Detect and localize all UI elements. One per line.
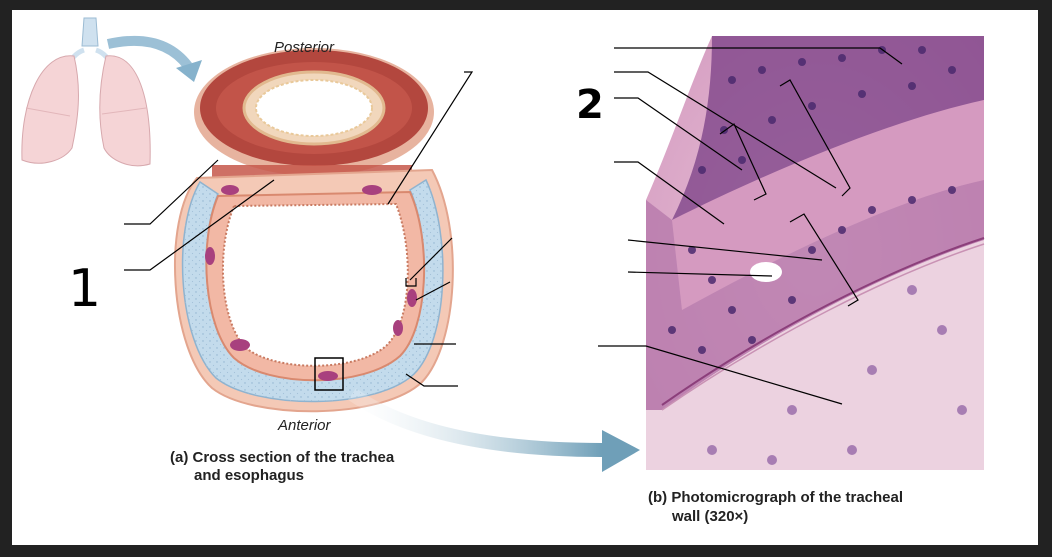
label-anterior: Anterior [277, 417, 332, 434]
handwritten-number-1: 1 [68, 259, 101, 319]
diagram-canvas: Posterior Anterior (a) Cross section of … [12, 10, 1038, 545]
trachea-diagram: Posterior Anterior (a) Cross section of … [12, 10, 1038, 545]
trachea-cross-section [175, 170, 453, 411]
caption-b-line2: wall (320×) [671, 508, 748, 525]
esophagus [194, 48, 434, 176]
tracheal-wall-photomicrograph [646, 36, 984, 470]
arrow-to-micrograph [352, 394, 602, 450]
handwritten-number-2: 2 [576, 82, 604, 128]
caption-a-line1: (a) Cross section of the trachea [170, 449, 395, 466]
caption-a-line2: and esophagus [194, 467, 304, 484]
label-posterior: Posterior [274, 39, 335, 56]
caption-b-line1: (b) Photomicrograph of the tracheal [648, 489, 903, 506]
